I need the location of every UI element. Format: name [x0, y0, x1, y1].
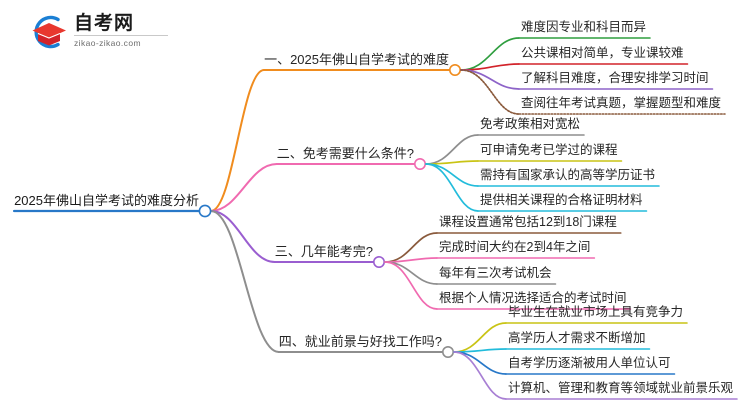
- leaf-label-3-2[interactable]: 完成时间大约在2到4年之间: [439, 241, 590, 254]
- connector-path: [460, 63, 520, 71]
- leaf-label-2-3-text: 需持有国家承认的高等学历证书: [480, 168, 656, 182]
- connector-path: [384, 261, 438, 310]
- leaf-label-4-4-text: 计算机、管理和教育等领域就业前景乐观: [508, 381, 734, 395]
- logo-name-cn: 自考网: [74, 12, 135, 34]
- leaf-label-2-3[interactable]: 需持有国家承认的高等学历证书: [480, 169, 655, 182]
- graduation-cap-icon: [32, 15, 66, 49]
- leaf-label-3-2-text: 完成时间大约在2到4年之间: [439, 240, 591, 254]
- connector-path: [460, 69, 520, 115]
- branch-label-3[interactable]: 三、几年能考完?: [275, 245, 373, 258]
- leaf-label-2-1[interactable]: 免考政策相对宽松: [480, 118, 580, 131]
- branch-label-4-text: 四、就业前景与好找工作吗?: [278, 334, 442, 349]
- connector-path: [210, 210, 276, 263]
- leaf-label-2-1-text: 免考政策相对宽松: [480, 117, 581, 131]
- connector-path: [460, 37, 520, 71]
- leaf-label-4-1[interactable]: 毕业生在就业市场上具有竞争力: [508, 306, 683, 319]
- connector-path: [210, 69, 266, 212]
- leaf-label-1-3[interactable]: 了解科目难度，合理安排学习时间: [521, 72, 709, 85]
- connector-path: [425, 160, 479, 165]
- connector-path: [384, 232, 438, 263]
- leaf-label-4-2-text: 高学历人才需求不断增加: [508, 331, 646, 345]
- leaf-label-1-2[interactable]: 公共课相对简单，专业课较难: [521, 47, 684, 60]
- leaf-label-3-1[interactable]: 课程设置通常包括12到18门课程: [439, 216, 617, 229]
- logo-name-en: zikao-zikao.com: [74, 38, 141, 48]
- connector-path: [453, 322, 507, 353]
- connector-path: [453, 351, 507, 375]
- root-node-label-text: 2025年佛山自学考试的难度分析: [14, 193, 199, 208]
- leaf-label-2-2[interactable]: 可申请免考已学过的课程: [480, 144, 618, 157]
- leaf-label-4-2[interactable]: 高学历人才需求不断增加: [508, 332, 646, 345]
- leaf-label-1-1[interactable]: 难度因专业和科目而异: [521, 21, 646, 34]
- leaf-label-1-4[interactable]: 查阅往年考试真题，掌握题型和难度: [521, 97, 721, 110]
- leaf-label-4-3[interactable]: 自考学历逐渐被用人单位认可: [508, 357, 671, 370]
- connector-path: [210, 210, 280, 353]
- branch-label-1[interactable]: 一、2025年佛山自学考试的难度: [264, 53, 449, 66]
- node-dot[interactable]: [198, 204, 212, 218]
- leaf-label-1-3-text: 了解科目难度，合理安排学习时间: [521, 71, 709, 85]
- leaf-label-3-3[interactable]: 每年有三次考试机会: [439, 267, 552, 280]
- branch-label-2-text: 二、免考需要什么条件?: [276, 146, 414, 161]
- branch-label-3-text: 三、几年能考完?: [274, 244, 373, 259]
- leaf-label-4-3-text: 自考学历逐渐被用人单位认可: [508, 356, 671, 370]
- node-dot[interactable]: [448, 64, 461, 77]
- connector-path: [384, 261, 438, 285]
- branch-label-4[interactable]: 四、就业前景与好找工作吗?: [279, 335, 442, 348]
- connector-path: [425, 163, 479, 212]
- connector-path: [425, 134, 479, 165]
- connector-path: [384, 257, 438, 263]
- leaf-label-1-2-text: 公共课相对简单，专业课较难: [521, 46, 684, 60]
- leaf-label-1-4-text: 查阅往年考试真题，掌握题型和难度: [521, 96, 722, 110]
- site-logo[interactable]: 自考网 zikao-zikao.com: [28, 10, 168, 54]
- branch-label-1-text: 一、2025年佛山自学考试的难度: [264, 52, 449, 67]
- leaf-label-1-1-text: 难度因专业和科目而异: [521, 20, 647, 34]
- connector-path: [425, 163, 479, 187]
- node-dot[interactable]: [413, 158, 426, 171]
- connector-path: [460, 69, 520, 90]
- leaf-label-2-2-text: 可申请免考已学过的课程: [480, 143, 618, 157]
- leaf-label-3-3-text: 每年有三次考试机会: [439, 266, 552, 280]
- connector-path: [453, 351, 507, 400]
- leaf-label-4-1-text: 毕业生在就业市场上具有竞争力: [508, 305, 684, 319]
- node-dot[interactable]: [441, 345, 454, 358]
- leaf-label-2-4-text: 提供相关课程的合格证明材料: [480, 193, 643, 207]
- leaf-label-4-4[interactable]: 计算机、管理和教育等领域就业前景乐观: [508, 382, 733, 395]
- node-dot[interactable]: [372, 255, 385, 268]
- leaf-label-3-4-text: 根据个人情况选择适合的考试时间: [439, 291, 627, 305]
- connector-path: [210, 163, 278, 212]
- logo-wordmark: 自考网 zikao-zikao.com: [74, 12, 170, 48]
- branch-label-2[interactable]: 二、免考需要什么条件?: [277, 147, 414, 160]
- leaf-label-3-4[interactable]: 根据个人情况选择适合的考试时间: [439, 292, 627, 305]
- leaf-label-3-1-text: 课程设置通常包括12到18门课程: [439, 215, 617, 229]
- connector-path: [453, 348, 507, 353]
- root-node-label[interactable]: 2025年佛山自学考试的难度分析: [14, 194, 199, 207]
- leaf-label-2-4[interactable]: 提供相关课程的合格证明材料: [480, 194, 643, 207]
- logo-divider: [74, 35, 168, 36]
